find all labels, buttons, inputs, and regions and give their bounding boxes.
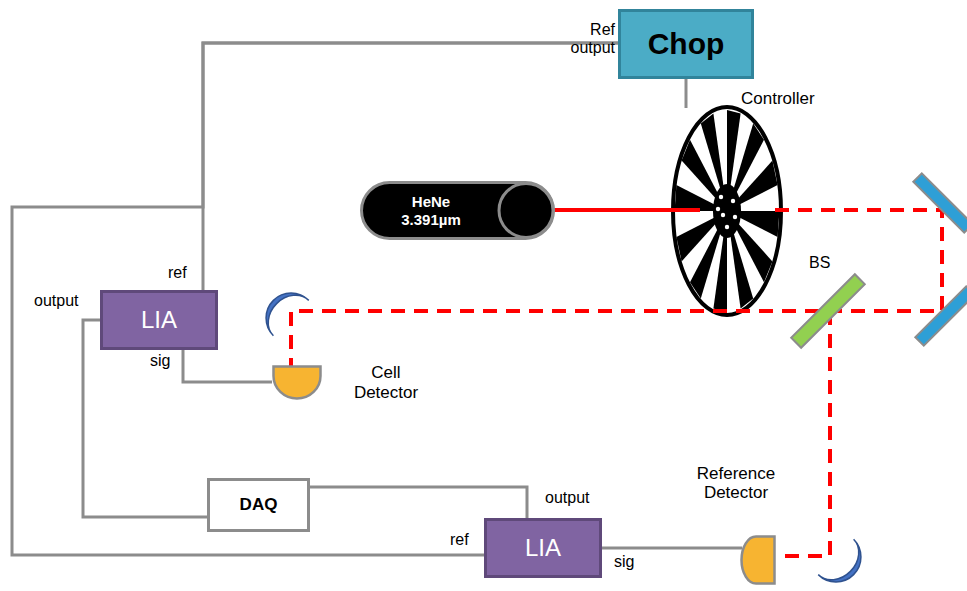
laser-beam bbox=[777, 311, 830, 556]
detector-symbol bbox=[740, 535, 776, 585]
port-label: Ref output bbox=[553, 21, 615, 58]
box-label: DAQ bbox=[240, 495, 278, 515]
detector-symbol bbox=[272, 365, 322, 400]
signal-wire bbox=[203, 43, 618, 290]
port-label: sig bbox=[614, 553, 634, 571]
mirror bbox=[913, 173, 967, 232]
parabolic-mirror bbox=[256, 283, 309, 336]
beam-splitter bbox=[791, 274, 865, 348]
laser-tube: HeNe 3.391µm bbox=[360, 181, 555, 240]
controller-wire bbox=[685, 79, 688, 108]
lock-in-amplifier: LIA bbox=[100, 290, 218, 350]
box-label: Chop bbox=[648, 27, 725, 62]
component-label: BS bbox=[809, 254, 830, 272]
controller-label: Controller bbox=[741, 89, 815, 109]
lock-in-amplifier: LIA bbox=[484, 518, 602, 578]
chopper-controller-box: Chop bbox=[618, 9, 754, 79]
mirror bbox=[915, 286, 967, 345]
signal-wire bbox=[183, 350, 272, 382]
port-label: ref bbox=[450, 531, 469, 549]
port-label: output bbox=[545, 489, 589, 507]
laser-aperture bbox=[493, 181, 555, 240]
signal-wire bbox=[310, 487, 527, 518]
port-label: output bbox=[34, 292, 78, 310]
port-label: sig bbox=[150, 352, 170, 370]
signal-wire bbox=[12, 43, 618, 555]
reference-detector: Reference Detector bbox=[740, 535, 776, 585]
signal-wire bbox=[602, 547, 742, 550]
port-label: ref bbox=[168, 264, 187, 282]
detector-label: Reference Detector bbox=[680, 464, 792, 503]
daq-box: DAQ bbox=[207, 478, 310, 532]
box-label: HeNe 3.391µm bbox=[391, 193, 471, 228]
parabolic-mirror bbox=[818, 539, 871, 591]
cell-detector: Cell Detector bbox=[272, 365, 322, 400]
box-label: LIA bbox=[525, 534, 561, 562]
box-label: LIA bbox=[141, 306, 177, 334]
detector-label: Cell Detector bbox=[346, 363, 426, 402]
